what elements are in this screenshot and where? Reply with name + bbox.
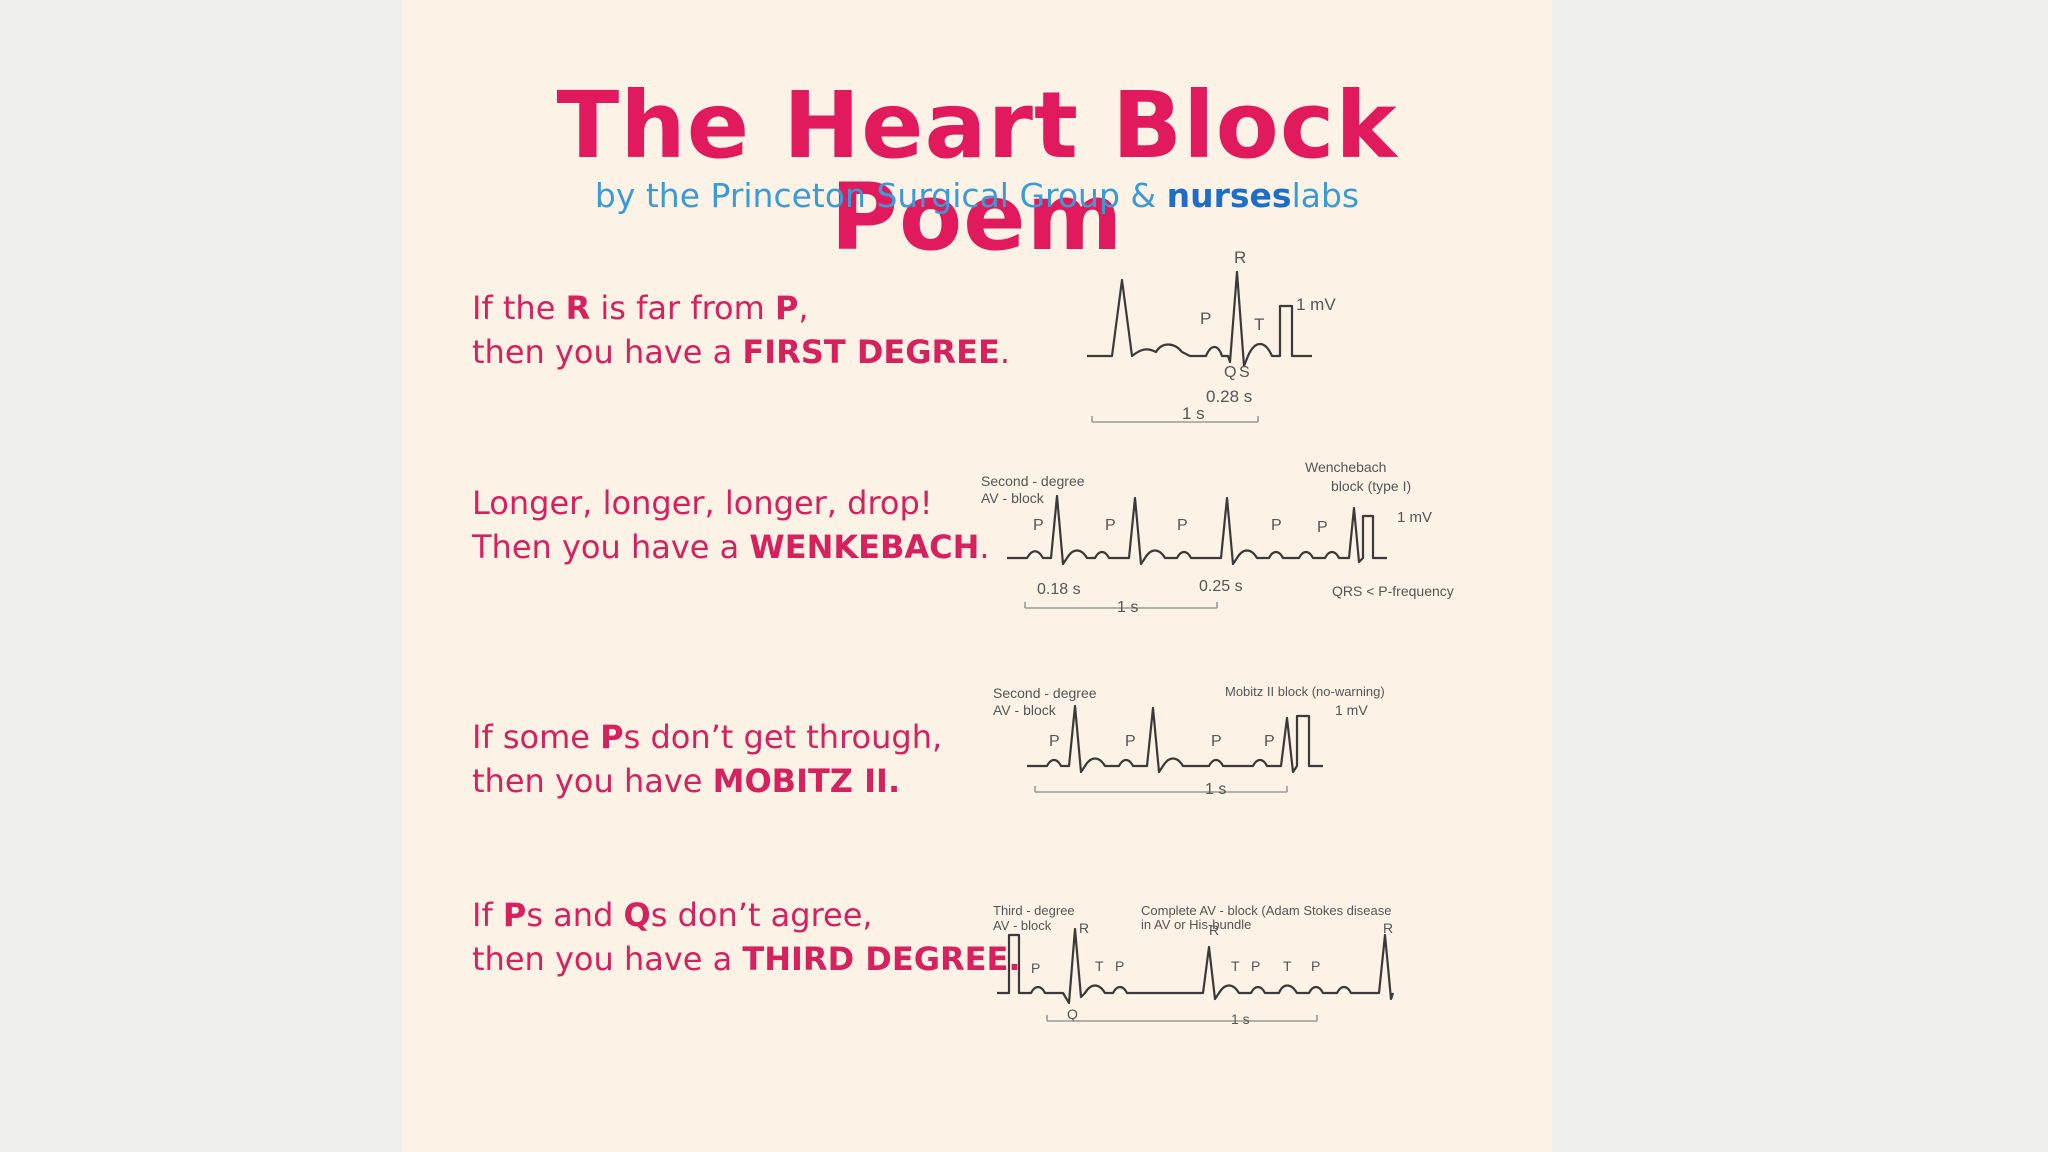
verse-wenckebach: Longer, longer, longer, drop! Then you h…: [472, 481, 990, 569]
wave-label-p: P: [1311, 958, 1320, 974]
time-scale-label: 1 s: [1205, 781, 1226, 798]
interval-label-2: 0.25 s: [1199, 578, 1243, 595]
wave-label-r: R: [1383, 920, 1393, 936]
ecg-trace: [1027, 704, 1323, 774]
wave-label-p: P: [1264, 733, 1275, 750]
wave-label-p: P: [1115, 958, 1124, 974]
block-label-line1: Second - degree: [981, 473, 1085, 489]
wave-label-q: Q: [1224, 364, 1236, 381]
wave-label-p: P: [1251, 958, 1260, 974]
ecg-trace: [997, 927, 1395, 1005]
wave-label-r: R: [1234, 248, 1246, 267]
wave-label-p: P: [1177, 517, 1188, 534]
nurseslabs-logo-part1: nurses: [1166, 176, 1292, 215]
wave-label-p: P: [1271, 517, 1282, 534]
ecg-trace: [1087, 270, 1312, 368]
type-label-line2: block (type I): [1331, 478, 1411, 494]
block-label-line1: Second - degree: [993, 685, 1097, 701]
interval-label: 0.28 s: [1206, 387, 1252, 406]
nurseslabs-logo-part2: labs: [1291, 176, 1360, 215]
frequency-note: QRS < P-frequency: [1332, 583, 1454, 599]
ecg-strip-mobitz-ii: Second - degree AV - block Mobitz II blo…: [993, 684, 1385, 798]
time-scale-bar: [1091, 416, 1259, 423]
verse-line: then you have MOBITZ II.: [472, 762, 901, 800]
calibration-label: 1 mV: [1296, 295, 1336, 314]
verse-line: If some Ps don’t get through,: [472, 718, 943, 756]
time-scale-bar: [1024, 602, 1218, 609]
wave-label-t: T: [1095, 958, 1104, 974]
calibration-label: 1 mV: [1335, 702, 1368, 718]
time-scale-bar: [1034, 786, 1288, 793]
wave-label-t: T: [1231, 958, 1240, 974]
wave-label-p: P: [1317, 519, 1328, 536]
time-scale-label: 1 s: [1182, 404, 1205, 423]
wave-label-p: P: [1125, 733, 1136, 750]
poster: The Heart Block Poem by the Princeton Su…: [402, 0, 1552, 1152]
verse-line: If Ps and Qs don’t agree,: [472, 896, 873, 934]
block-label-line2: AV - block: [993, 918, 1052, 933]
wave-label-p: P: [1200, 309, 1211, 328]
block-label-line2: AV - block: [993, 702, 1057, 718]
wave-label-p: P: [1033, 517, 1044, 534]
wave-label-s: S: [1239, 364, 1250, 381]
verse-mobitz-ii: If some Ps don’t get through, then you h…: [472, 715, 942, 803]
interval-label-1: 0.18 s: [1037, 581, 1081, 598]
verse-first-degree: If the R is far from P, then you have a …: [472, 286, 1010, 374]
type-label-line1: Wenchebach: [1305, 459, 1386, 475]
verse-third-degree: If Ps and Qs don’t agree, then you have …: [472, 893, 1020, 981]
wave-label-t: T: [1283, 958, 1292, 974]
time-scale-label: 1 s: [1117, 599, 1138, 616]
type-label-line1: Complete AV - block (Adam Stokes disease: [1141, 903, 1392, 918]
type-label: Mobitz II block (no-warning): [1225, 684, 1385, 699]
block-label-line1: Third - degree: [993, 903, 1075, 918]
wave-label-q: Q: [1067, 1006, 1078, 1022]
wave-label-p: P: [1031, 960, 1040, 976]
wave-label-p: P: [1105, 517, 1116, 534]
verse-line: then you have a FIRST DEGREE.: [472, 333, 1011, 371]
wave-label-p: P: [1049, 733, 1060, 750]
wave-label-r: R: [1209, 922, 1219, 938]
poem-title: The Heart Block Poem: [556, 72, 1398, 271]
time-scale-bar: [1046, 1015, 1318, 1022]
verse-line: Then you have a WENKEBACH.: [472, 528, 990, 566]
wave-label-p: P: [1211, 733, 1222, 750]
ecg-strip-first-degree: R P T Q S 1 mV 0.28 s 1 s: [1087, 248, 1336, 423]
type-label-line2: in AV or His-bundle: [1141, 917, 1251, 932]
verse-line: then you have a THIRD DEGREE.: [472, 940, 1021, 978]
wave-label-r: R: [1079, 920, 1089, 936]
wave-label-t: T: [1254, 315, 1264, 334]
verse-line: If the R is far from P,: [472, 289, 809, 327]
ecg-strip-wenckebach: Second - degree AV - block Wenchebach bl…: [981, 459, 1454, 616]
byline-text: by the Princeton Surgical Group &: [594, 176, 1167, 215]
byline: by the Princeton Surgical Group & nurses…: [402, 176, 1552, 215]
ecg-strip-third-degree: Third - degree AV - block Complete AV - …: [993, 903, 1395, 1027]
verse-line: Longer, longer, longer, drop!: [472, 484, 933, 522]
calibration-label: 1 mV: [1397, 509, 1432, 526]
block-label-line2: AV - block: [981, 490, 1045, 506]
ecg-trace: [1007, 494, 1387, 566]
time-scale-label: 1 s: [1231, 1011, 1250, 1027]
